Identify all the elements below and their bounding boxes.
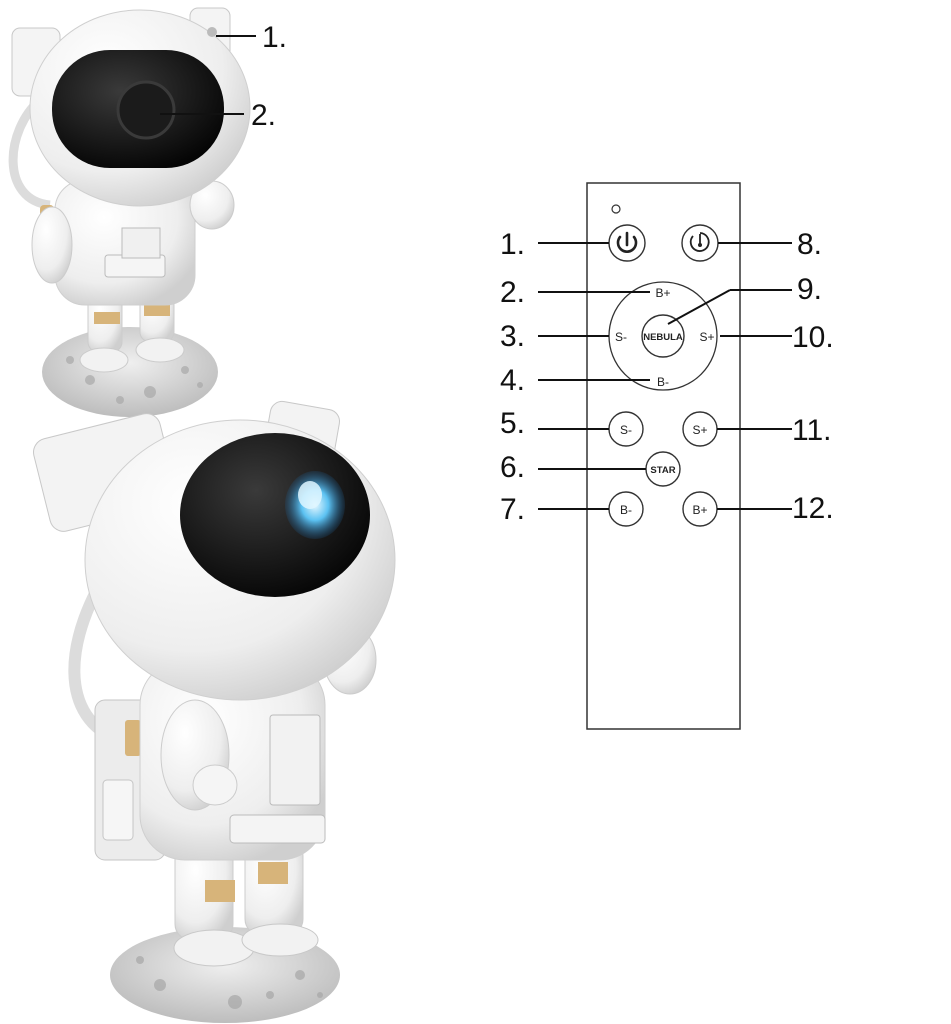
- top-button-small: [207, 27, 217, 37]
- ring-s-minus-button[interactable]: S-: [615, 330, 627, 344]
- star-button[interactable]: STAR: [645, 451, 681, 487]
- indicator-led-icon: [611, 204, 621, 214]
- nebula-button-label: NEBULA: [643, 332, 683, 343]
- star-s-plus-label: S+: [692, 423, 707, 437]
- remote-callout-9: 9.: [797, 273, 822, 306]
- remote-callout-11: 11.: [792, 414, 831, 447]
- remote-callout-1: 1.: [500, 228, 525, 261]
- star-b-plus-label: B+: [692, 503, 707, 517]
- ring-b-minus-button[interactable]: B-: [657, 375, 669, 389]
- star-s-plus-button[interactable]: S+: [682, 411, 718, 447]
- star-s-minus-label: S-: [620, 423, 632, 437]
- remote-callout-3: 3.: [500, 320, 525, 353]
- remote-callouts: 1. 2. 3. 4. 5. 6. 7. 8. 9. 10. 11. 12.: [500, 228, 834, 526]
- astronaut-small-illustration: [8, 7, 251, 417]
- star-s-minus-button[interactable]: S-: [608, 411, 644, 447]
- remote-leader-lines: [538, 242, 792, 510]
- remote-callout-12: 12.: [792, 492, 834, 525]
- astronaut-callouts: 1. 2.: [160, 21, 287, 132]
- remote-callout-7: 7.: [500, 493, 525, 526]
- astronaut-callout-1: 1.: [262, 21, 287, 54]
- timer-icon: [689, 232, 710, 252]
- remote-control: B+ S- S+ B- NEBULA S- S+ STAR B- B+: [586, 182, 741, 730]
- remote-callout-4: 4.: [500, 364, 525, 397]
- ring-b-plus-button[interactable]: B+: [655, 286, 670, 300]
- star-b-plus-button[interactable]: B+: [682, 491, 718, 527]
- moon-base-small: [42, 327, 218, 417]
- power-icon: [616, 231, 638, 253]
- timer-button[interactable]: [681, 224, 719, 262]
- remote-callout-5: 5.: [500, 407, 525, 440]
- remote-callout-2: 2.: [500, 276, 525, 309]
- astronaut-callout-2: 2.: [251, 99, 276, 132]
- remote-callout-6: 6.: [500, 451, 525, 484]
- astronaut-large-illustration: [33, 400, 396, 1023]
- projector-lens-small: [116, 80, 176, 140]
- remote-callout-10: 10.: [792, 321, 834, 354]
- remote-callout-8: 8.: [797, 228, 822, 261]
- ring-s-plus-button[interactable]: S+: [699, 330, 714, 344]
- star-b-minus-label: B-: [620, 503, 632, 517]
- star-b-minus-button[interactable]: B-: [608, 491, 644, 527]
- nebula-button[interactable]: NEBULA: [641, 314, 685, 358]
- power-button[interactable]: [608, 224, 646, 262]
- star-button-label: STAR: [650, 465, 675, 476]
